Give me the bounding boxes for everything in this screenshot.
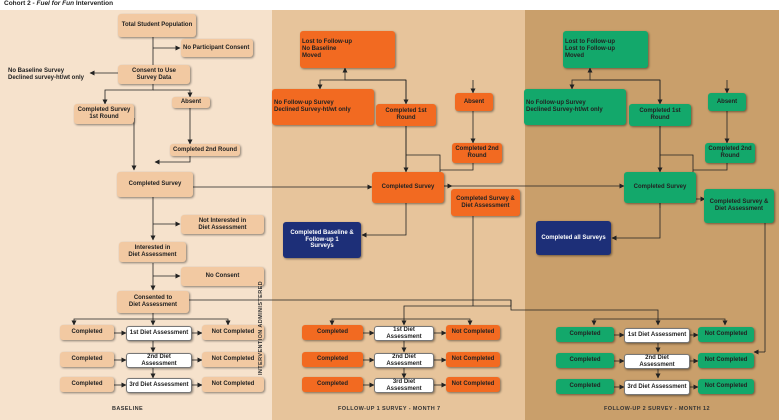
fu2-completed-3-node: Completed (556, 379, 614, 394)
fu1-completed-1-node: Completed (302, 325, 363, 340)
followup1-band-label: Follow-up 1 Survey - Month 7 (338, 406, 441, 412)
fu1-not-completed-3-node: Not Completed (446, 377, 500, 392)
fu2-lost-to-follow-up-node: Lost to Follow-up Lost to Follow-up Move… (563, 31, 648, 68)
interested-in-diet-assessment-node: Interested in Diet Assessment (119, 242, 186, 262)
fu2-not-completed-1-node: Not Completed (698, 327, 754, 342)
no-baseline-survey-label: No Baseline Survey Declined survey-ht/wt… (8, 68, 85, 81)
fu2-completed-1-node: Completed (556, 327, 614, 342)
fu2-not-completed-3-node: Not Completed (698, 379, 754, 394)
consented-to-diet-assessment-node: Consented to Diet Assessment (117, 291, 189, 313)
fu2-completed-survey-node: Completed Survey (624, 172, 696, 203)
baseline-completed-2-node: Completed (60, 352, 114, 367)
baseline-not-completed-2-node: Not Completed (202, 352, 264, 367)
fu1-not-completed-1-node: Not Completed (446, 325, 500, 340)
fu2-no-follow-up-survey-node: No Follow-up Survey Declined Survey-ht/w… (524, 89, 626, 125)
fu1-completed-2-node: Completed (302, 352, 363, 367)
fu2-completed-1st-round-node: Completed 1st Round (629, 104, 691, 126)
fu1-2nd-diet-assessment-node: 2nd Diet Assessment (374, 353, 434, 368)
baseline-1st-diet-assessment-node: 1st Diet Assessment (126, 326, 192, 341)
completed-baseline-follow-up-1-node: Completed Baseline & Follow-up 1 Surveys (283, 222, 361, 258)
not-interested-in-diet-assessment-node: Not Interested in Diet Assessment (181, 215, 264, 234)
fu1-absent-node: Absent (455, 93, 493, 111)
fu1-completed-survey-diet-assessment-node: Completed Survey & Diet Assessment (451, 189, 520, 216)
baseline-2nd-diet-assessment-node: 2nd Diet Assessment (126, 353, 192, 368)
fu1-completed-1st-round-node: Completed 1st Round (376, 104, 436, 126)
completed-2nd-round-node: Completed 2nd Round (170, 144, 240, 156)
completed-all-surveys-node: Completed all Surveys (536, 221, 611, 255)
baseline-3rd-diet-assessment-node: 3rd Diet Assessment (126, 378, 192, 393)
diagram-title: Cohort 2 - Fuel for Fun Intervention (4, 0, 114, 7)
intervention-administered-label: Intervention Administered (258, 280, 264, 375)
fu1-lost-to-follow-up-node: Lost to Follow-up No Baseline Moved (300, 31, 395, 68)
completed-survey-1st-round-node: Completed Survey 1st Round (74, 104, 134, 124)
fu2-not-completed-2-node: Not Completed (698, 353, 754, 368)
absent-node: Absent (172, 97, 210, 108)
fu1-1st-diet-assessment-node: 1st Diet Assessment (374, 326, 434, 341)
fu2-completed-survey-diet-assessment-node: Completed Survey & Diet Assessment (704, 189, 774, 223)
fu2-completed-2-node: Completed (556, 353, 614, 368)
followup2-band-label: Follow-up 2 Survey - Month 12 (604, 406, 710, 412)
fu2-3rd-diet-assessment-node: 3rd Diet Assessment (624, 380, 690, 395)
fu2-1st-diet-assessment-node: 1st Diet Assessment (624, 328, 690, 343)
baseline-band-label: Baseline (112, 406, 144, 412)
fu1-completed-survey-node: Completed Survey (372, 172, 444, 203)
fu2-absent-node: Absent (708, 93, 746, 111)
fu1-3rd-diet-assessment-node: 3rd Diet Assessment (374, 378, 434, 393)
completed-survey-node: Completed Survey (117, 172, 193, 197)
total-student-population-node: Total Student Population (118, 14, 196, 37)
fu1-no-follow-up-survey-node: No Follow-up Survey Declined Survey-ht/w… (272, 89, 374, 125)
consent-to-use-survey-data-node: Consent to Use Survey Data (118, 65, 190, 84)
fu1-completed-2nd-round-node: Completed 2nd Round (452, 143, 502, 163)
fu2-2nd-diet-assessment-node: 2nd Diet Assessment (624, 354, 690, 369)
baseline-not-completed-1-node: Not Completed (202, 325, 264, 340)
fu1-completed-3-node: Completed (302, 377, 363, 392)
fu2-completed-2nd-round-node: Completed 2nd Round (705, 143, 755, 163)
baseline-completed-1-node: Completed (60, 325, 114, 340)
baseline-not-completed-3-node: Not Completed (202, 377, 264, 392)
baseline-completed-3-node: Completed (60, 377, 114, 392)
no-participant-consent-node: No Participant Consent (181, 39, 253, 57)
fu1-not-completed-2-node: Not Completed (446, 352, 500, 367)
no-consent-node: No Consent (181, 267, 264, 286)
